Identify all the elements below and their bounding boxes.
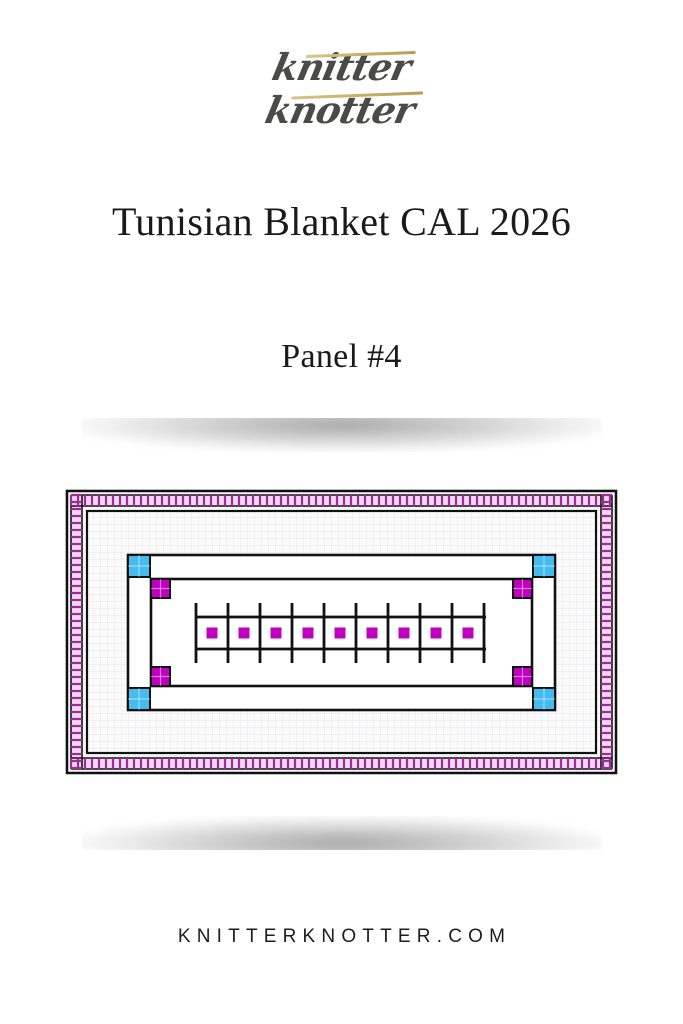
motif-square: [270, 627, 282, 639]
panel-subtitle: Panel #4: [281, 338, 402, 375]
divider-ellipse: [81, 418, 602, 452]
border-band-strip: [71, 495, 82, 769]
center-motif: [194, 603, 486, 663]
motif-square: [238, 627, 250, 639]
border-band-strip: [601, 495, 612, 769]
motif-square: [398, 627, 410, 639]
divider-shadow-top: [81, 418, 602, 452]
corner-square-cyan: [532, 554, 556, 578]
chart-canvas: [65, 489, 618, 775]
divider-shadow-bottom: [81, 816, 602, 850]
motif-square: [462, 627, 474, 639]
logo-word-knotter: knotter: [261, 88, 423, 132]
motif-square: [302, 627, 314, 639]
chart-outer-frame: [65, 489, 618, 775]
border-band-strip: [71, 758, 612, 769]
corner-square-magenta: [512, 666, 533, 687]
logo-word-knitter: knitter: [269, 45, 416, 89]
motif-square: [430, 627, 442, 639]
corner-square-cyan: [127, 554, 151, 578]
motif-square: [366, 627, 378, 639]
corner-square-cyan: [532, 687, 556, 711]
corner-square-magenta: [150, 666, 171, 687]
chart-inner-frame: [85, 509, 598, 755]
corner-square-magenta: [150, 578, 171, 599]
footer-website-url: KNITTERKNOTTER.COM: [177, 926, 512, 947]
panel-chart: [65, 489, 618, 775]
divider-ellipse: [81, 816, 602, 850]
chart-border-band: [69, 493, 613, 770]
chart-shapes: [65, 489, 618, 775]
page-title: Tunisian Blanket CAL 2026: [111, 199, 571, 244]
border-band-strip: [71, 495, 612, 506]
corner-square-magenta: [512, 578, 533, 599]
corner-square-cyan: [127, 687, 151, 711]
motif-square: [206, 627, 218, 639]
brand-logo: knitter knotter: [0, 34, 683, 144]
motif-square: [334, 627, 346, 639]
